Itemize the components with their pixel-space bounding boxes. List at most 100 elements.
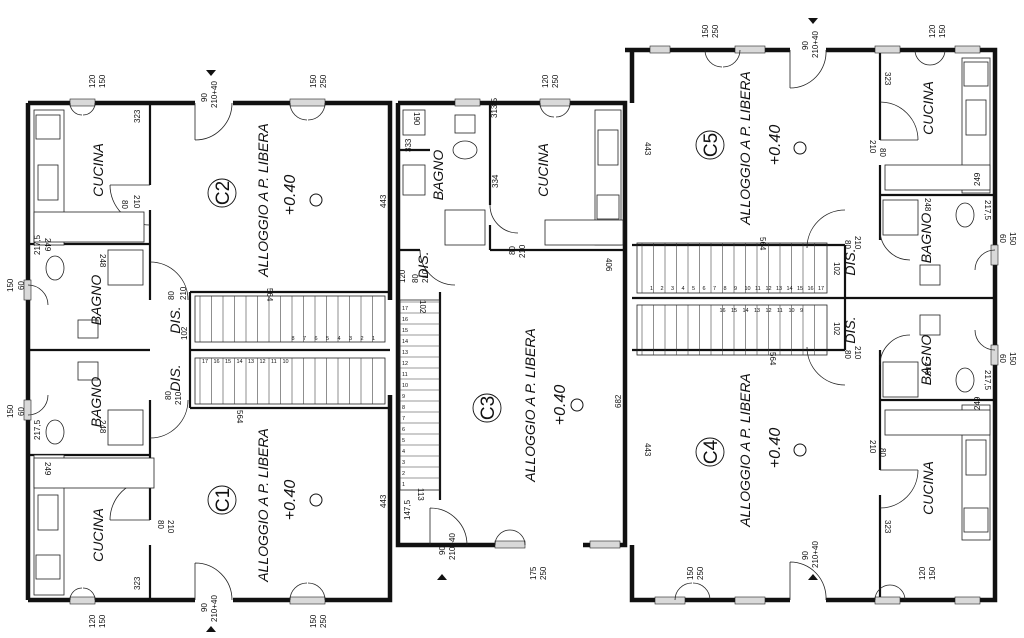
stairs-right — [636, 242, 828, 356]
svg-text:60: 60 — [998, 354, 1007, 363]
unit-elevation: +0.40 — [767, 428, 784, 469]
stair-step-number: 4 — [338, 336, 341, 342]
stair-step-number: 17 — [402, 306, 408, 312]
room-dis: DIS. — [167, 364, 183, 391]
svg-text:443: 443 — [643, 443, 652, 457]
stair-step-number: 15 — [797, 286, 803, 292]
stair-step-number: 7 — [303, 336, 306, 342]
stair-step-number: 12 — [766, 308, 772, 314]
svg-text:250: 250 — [319, 614, 328, 628]
svg-text:80: 80 — [843, 240, 852, 249]
stair-step-number: 15 — [402, 328, 408, 334]
svg-text:175: 175 — [529, 566, 538, 580]
stair-step-number: 15 — [731, 308, 737, 314]
stair-step-number: 16 — [808, 286, 814, 292]
room-dis: DIS. — [415, 251, 431, 278]
unit-name: ALLOGGIO A P. LIBERA — [737, 71, 753, 226]
svg-text:248: 248 — [98, 420, 107, 434]
svg-text:323: 323 — [133, 109, 142, 123]
svg-text:210+40: 210+40 — [811, 541, 820, 568]
svg-text:210: 210 — [853, 346, 862, 360]
stair-step-number: 5 — [326, 336, 329, 342]
dimensions: 120 150 150 250 90 210+40 323 443 443 56… — [6, 24, 1017, 628]
stair-step-number: 2 — [661, 286, 664, 292]
stair-step-number: 13 — [248, 359, 254, 365]
svg-text:150: 150 — [98, 74, 107, 88]
svg-text:120: 120 — [928, 24, 937, 38]
svg-text:210: 210 — [132, 195, 141, 209]
unit-elevation: +0.40 — [282, 480, 299, 521]
svg-text:248: 248 — [98, 254, 107, 268]
svg-text:564: 564 — [758, 237, 767, 251]
svg-text:150: 150 — [701, 24, 710, 38]
svg-text:443: 443 — [379, 194, 388, 208]
svg-text:90: 90 — [438, 546, 447, 555]
stair-step-number: 10 — [283, 359, 289, 365]
room-cucina: CUCINA — [535, 143, 551, 197]
unit-id: C5 — [701, 133, 722, 157]
svg-text:210: 210 — [179, 286, 188, 300]
room-bagno: BAGNO — [430, 150, 446, 201]
stair-step-number: 6 — [315, 336, 318, 342]
svg-text:210+40: 210+40 — [210, 595, 219, 622]
svg-text:190: 190 — [412, 112, 421, 126]
svg-text:210: 210 — [853, 236, 862, 250]
unit-elevation: +0.40 — [552, 385, 569, 426]
room-cucina: CUCINA — [90, 143, 106, 197]
unit-id: C1 — [213, 488, 234, 512]
stair-step-number: 14 — [402, 339, 408, 345]
stair-step-number: 10 — [789, 308, 795, 314]
svg-text:90: 90 — [801, 41, 810, 50]
svg-text:80: 80 — [878, 448, 887, 457]
svg-text:210: 210 — [868, 140, 877, 154]
stair-step-number: 2 — [361, 336, 364, 342]
svg-text:80: 80 — [120, 200, 129, 209]
stair-step-number: 11 — [402, 372, 408, 378]
stair-step-number: 11 — [755, 286, 761, 292]
stair-step-number: 1 — [650, 286, 653, 292]
stair-step-number: 13 — [776, 286, 782, 292]
stair-step-number: 14 — [743, 308, 749, 314]
unit-c4: C4 ALLOGGIO A P. LIBERA +0.40 — [695, 373, 807, 528]
svg-text:120: 120 — [541, 74, 550, 88]
svg-text:150: 150 — [309, 74, 318, 88]
windows — [23, 45, 999, 605]
stair-step-number: 6 — [402, 427, 405, 433]
stair-step-number: 1 — [402, 482, 405, 488]
unit-c2: C2 ALLOGGIO A P. LIBERA +0.40 — [207, 123, 323, 278]
svg-text:210: 210 — [868, 440, 877, 454]
svg-text:80: 80 — [411, 274, 420, 283]
svg-text:80: 80 — [508, 246, 517, 255]
stair-step-number: 14 — [237, 359, 243, 365]
svg-text:90: 90 — [801, 551, 810, 560]
room-bagno: BAGNO — [918, 213, 934, 264]
svg-text:564: 564 — [265, 288, 274, 302]
unit-id: C2 — [213, 181, 234, 205]
svg-text:102: 102 — [832, 262, 841, 276]
svg-text:60: 60 — [998, 234, 1007, 243]
stair-step-number: 17 — [818, 286, 824, 292]
svg-text:210: 210 — [174, 391, 183, 405]
stair-step-number: 10 — [745, 286, 751, 292]
unit-id: C3 — [478, 396, 499, 420]
unit-name: ALLOGGIO A P. LIBERA — [522, 328, 538, 483]
svg-text:113: 113 — [416, 488, 425, 501]
unit-elevation: +0.40 — [767, 125, 784, 166]
svg-text:120: 120 — [398, 269, 407, 283]
svg-text:150: 150 — [686, 566, 695, 580]
svg-text:150: 150 — [938, 24, 947, 38]
svg-text:60: 60 — [17, 407, 26, 416]
svg-text:406: 406 — [604, 258, 613, 272]
stair-step-number: 4 — [682, 286, 685, 292]
svg-text:250: 250 — [711, 24, 720, 38]
stair-step-number: 15 — [225, 359, 231, 365]
svg-text:210: 210 — [421, 269, 430, 283]
stair-step-number: 10 — [402, 383, 408, 389]
svg-text:60: 60 — [17, 281, 26, 290]
svg-text:150: 150 — [6, 404, 15, 418]
stair-step-number: 16 — [402, 317, 408, 323]
room-cucina: CUCINA — [920, 81, 936, 135]
stair-step-number: 4 — [402, 449, 405, 455]
stair-step-number: 8 — [402, 405, 405, 411]
svg-text:150: 150 — [98, 614, 107, 628]
